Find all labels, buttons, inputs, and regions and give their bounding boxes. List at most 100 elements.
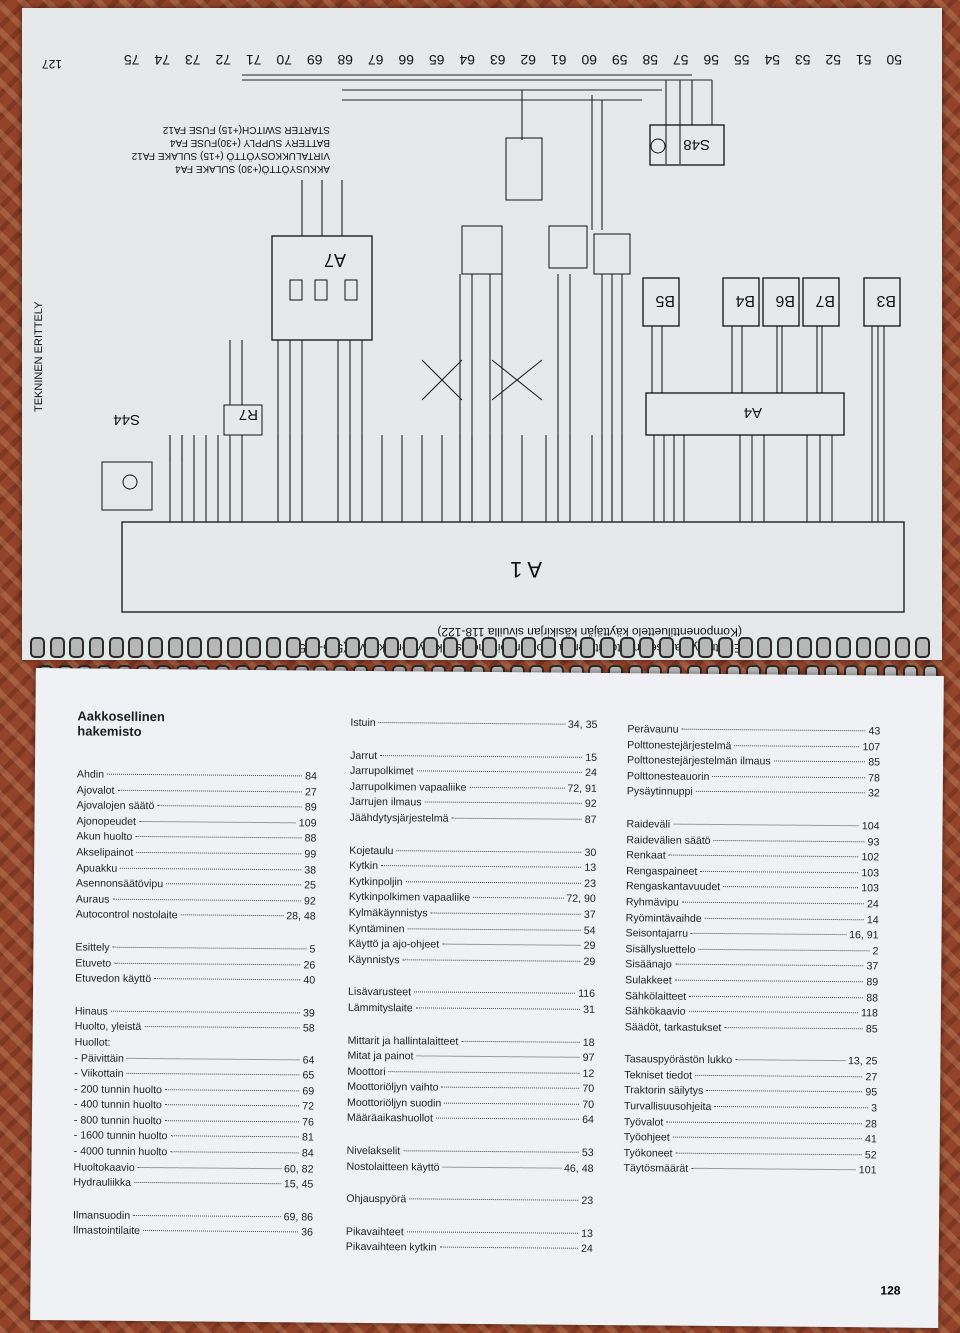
component-b3-box xyxy=(863,277,901,327)
index-entry-term: Polttonestejärjestelmä xyxy=(627,738,732,752)
index-entry-leader xyxy=(442,1166,562,1169)
index-entry-leader xyxy=(407,927,581,931)
column-number: 51 xyxy=(856,52,872,68)
index-entry-leader xyxy=(416,1055,580,1058)
index-entry-leader xyxy=(166,883,302,886)
index-entry-term: - 4000 tunnin huolto xyxy=(73,1145,168,1159)
column-number: 59 xyxy=(612,52,628,68)
index-entry-leader xyxy=(469,786,565,789)
index-gap xyxy=(348,969,595,988)
index-entry-term: Kylmäkäynnistys xyxy=(348,906,428,920)
index-gap xyxy=(73,1192,313,1211)
index-entry-leader xyxy=(674,963,864,967)
index-entry-page: 64 xyxy=(582,1114,594,1127)
index-entry-page: 25 xyxy=(304,879,317,892)
binding-ring xyxy=(383,636,399,658)
index-entry-page: 84 xyxy=(305,770,317,783)
binding-ring xyxy=(816,636,832,658)
index-entry-term: Määräaikashuollot xyxy=(346,1112,433,1126)
index-entry-term: Jarrujen ilmaus xyxy=(349,796,422,809)
index-gap xyxy=(346,1209,593,1228)
relay-box-1 xyxy=(593,233,631,275)
binding-ring xyxy=(776,636,792,658)
side-heading: TEKNINEN ERITTELY xyxy=(33,301,45,412)
component-r7-label: R7 xyxy=(239,406,258,423)
index-entry-term: Rengaspaineet xyxy=(626,864,698,878)
index-entry-leader xyxy=(164,1088,300,1092)
index-entry-term: Raidevälien säätö xyxy=(626,833,711,847)
index-entry-leader xyxy=(666,1121,863,1124)
index-entry-term: Raideväli xyxy=(626,818,671,831)
diagram-caption-line2: (Komponenttiluettelo käyttäjän käsikirja… xyxy=(437,625,742,639)
index-entry-leader xyxy=(164,1104,300,1107)
index-entry-leader xyxy=(170,1135,299,1138)
index-entry-leader xyxy=(112,898,302,902)
binding-ring xyxy=(364,636,380,658)
index-entry-leader xyxy=(690,932,847,936)
relay-box-3 xyxy=(461,225,503,275)
index-entry-term: Ilmastointilaite xyxy=(72,1224,141,1238)
index-entry-leader xyxy=(724,1026,863,1029)
index-entry-term: - 1600 tunnin huolto xyxy=(73,1129,168,1143)
index-entry-term: Ajovalojen säätö xyxy=(76,799,155,813)
binding-ring xyxy=(324,636,340,658)
index-entry-page: 103 xyxy=(861,882,880,895)
index-entry-term: Turvallisuusohjeita xyxy=(624,1100,712,1114)
index-entry-term: Työkoneet xyxy=(623,1147,673,1160)
index-entry-leader xyxy=(381,865,582,868)
index-entry-term: - Päivittäin xyxy=(74,1051,124,1065)
index-entry-leader xyxy=(773,760,866,763)
component-s44-label: S44 xyxy=(113,411,140,428)
binding-ring xyxy=(403,636,419,658)
index-entry-leader xyxy=(712,775,866,779)
index-entry-page: 31 xyxy=(583,1003,595,1016)
index-entry-leader xyxy=(700,870,859,873)
index-entry-leader xyxy=(157,805,302,808)
binding-ring xyxy=(462,636,478,658)
component-s48-box xyxy=(649,124,725,166)
index-entry-page: 41 xyxy=(864,1133,877,1146)
index-entry-page: 12 xyxy=(582,1067,595,1080)
index-entry-leader xyxy=(672,1136,862,1140)
index-entry-leader xyxy=(415,1007,581,1010)
index-gap xyxy=(347,1128,594,1147)
index-entry-page: 102 xyxy=(861,851,880,864)
index-entry-leader xyxy=(673,823,859,827)
index-entry-leader xyxy=(444,1102,580,1105)
column-number: 61 xyxy=(551,52,567,68)
index-entry-term: Autocontrol nostolaite xyxy=(75,908,178,922)
column-number: 60 xyxy=(581,52,597,68)
index-entry-leader xyxy=(704,917,864,920)
index-entry-page: 84 xyxy=(301,1147,314,1160)
index-entry-term: Mitat ja painot xyxy=(347,1049,414,1063)
index-entry-term: Käyttö ja ajo-ohjeet xyxy=(348,937,440,951)
column-number: 58 xyxy=(642,52,658,68)
component-a7-label: A7 xyxy=(324,250,346,270)
index-entry-term: Kyntäminen xyxy=(348,922,405,935)
index-entry-leader xyxy=(154,978,301,981)
index-entry-term: Kytkinpolkimen vapaaliike xyxy=(348,891,471,905)
index-entry-page: 87 xyxy=(584,813,597,826)
column-number: 68 xyxy=(337,52,353,68)
column-number: 62 xyxy=(520,52,536,68)
index-entry-leader xyxy=(126,1072,300,1076)
index-entry-leader xyxy=(110,1010,301,1014)
index-entry-term: Ajovalot xyxy=(76,784,115,797)
binding-ring xyxy=(108,636,124,658)
component-s48-label: S48 xyxy=(683,136,710,153)
index-entry-leader xyxy=(136,851,302,855)
index-entry-page: 14 xyxy=(866,913,879,926)
legend-line-3: BATTERY SUPPLY (+30)FUSE FA4 xyxy=(170,137,330,148)
index-entry-leader xyxy=(126,1057,300,1060)
index-entry-term: Seisontajarru xyxy=(625,927,689,940)
binding-ring xyxy=(659,636,674,658)
index-entry-term: Apuakku xyxy=(76,861,118,875)
index-entry-term: Jarrupolkimen vapaaliike xyxy=(349,780,467,794)
index-entry-term: Tasauspyörästön lukko xyxy=(624,1053,733,1067)
index-entry-term: Akselipainot xyxy=(76,846,134,859)
binding-ring xyxy=(167,636,183,658)
legend-line-1: AKKUSYÖTTÖ(+30) SULAKE FA4 xyxy=(175,163,330,175)
